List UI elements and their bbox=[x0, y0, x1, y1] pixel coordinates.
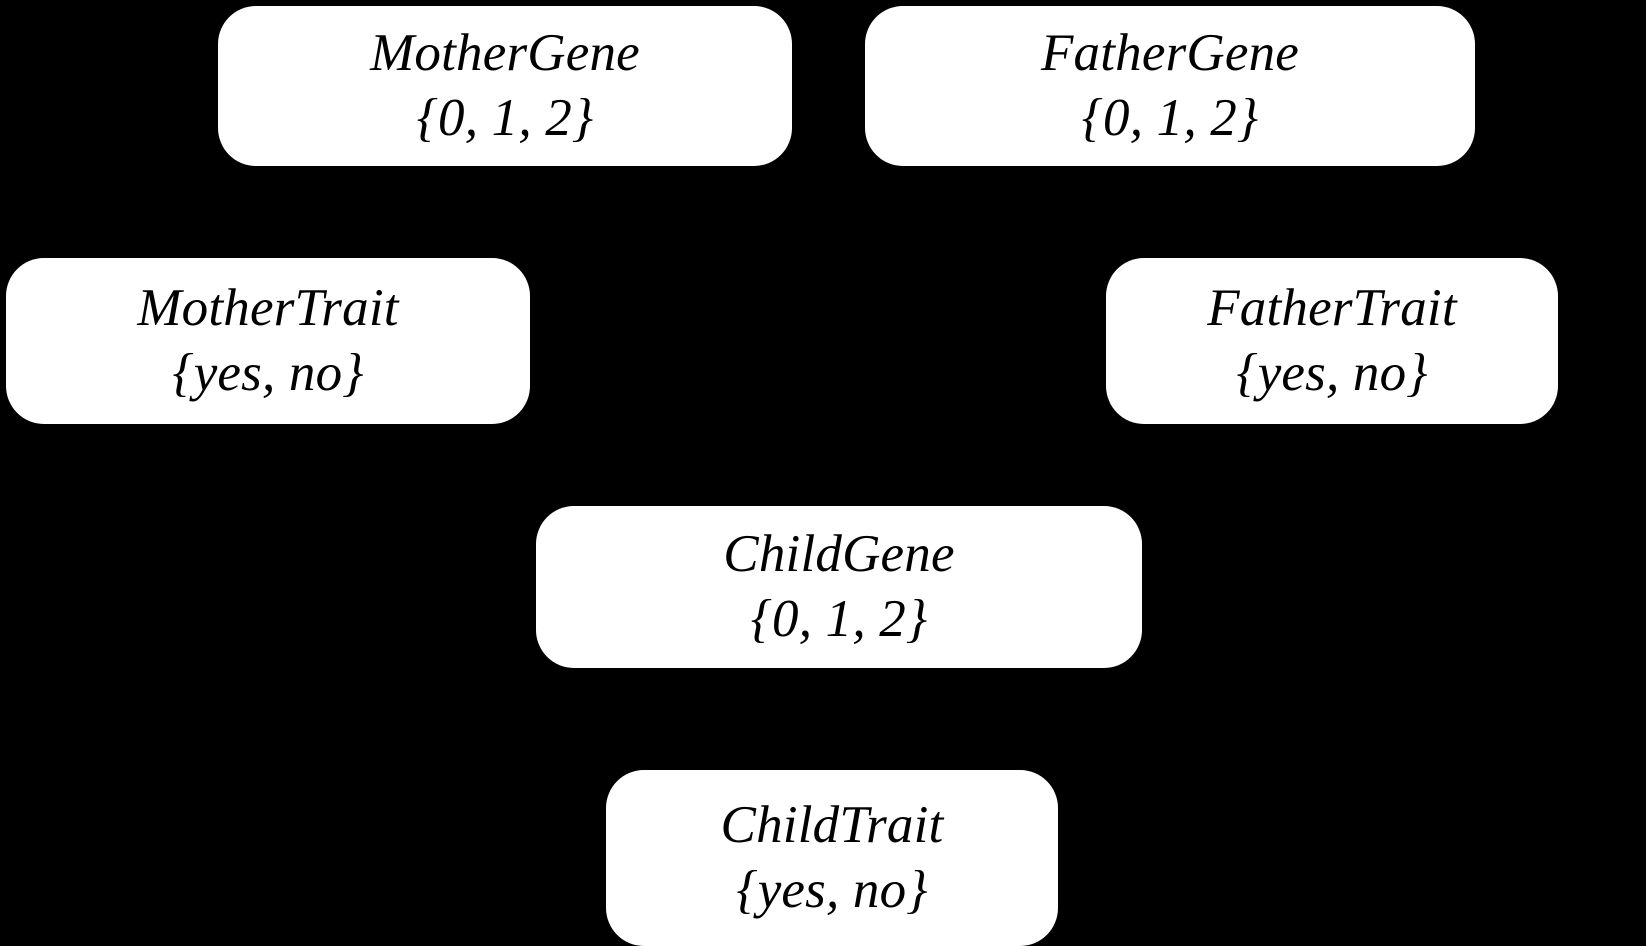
node-child-gene[interactable]: ChildGene {0, 1, 2} bbox=[536, 506, 1142, 668]
node-mother-gene-domain: {0, 1, 2} bbox=[416, 89, 594, 147]
node-child-trait-domain: {yes, no} bbox=[736, 861, 928, 919]
node-father-gene[interactable]: FatherGene {0, 1, 2} bbox=[865, 6, 1475, 166]
node-mother-gene-label: MotherGene bbox=[370, 23, 640, 82]
node-mother-trait-domain: {yes, no} bbox=[172, 344, 364, 402]
node-father-trait-domain: {yes, no} bbox=[1236, 344, 1428, 402]
node-mother-trait-label: MotherTrait bbox=[137, 278, 399, 337]
node-father-gene-domain: {0, 1, 2} bbox=[1081, 89, 1259, 147]
node-father-trait-label: FatherTrait bbox=[1207, 278, 1457, 337]
node-father-gene-label: FatherGene bbox=[1040, 23, 1300, 82]
node-father-trait[interactable]: FatherTrait {yes, no} bbox=[1106, 258, 1558, 424]
node-child-gene-domain: {0, 1, 2} bbox=[750, 590, 928, 648]
node-child-gene-label: ChildGene bbox=[723, 524, 955, 583]
node-child-trait[interactable]: ChildTrait {yes, no} bbox=[606, 770, 1058, 946]
node-mother-trait[interactable]: MotherTrait {yes, no} bbox=[6, 258, 530, 424]
node-mother-gene[interactable]: MotherGene {0, 1, 2} bbox=[218, 6, 792, 166]
node-child-trait-label: ChildTrait bbox=[720, 795, 944, 854]
